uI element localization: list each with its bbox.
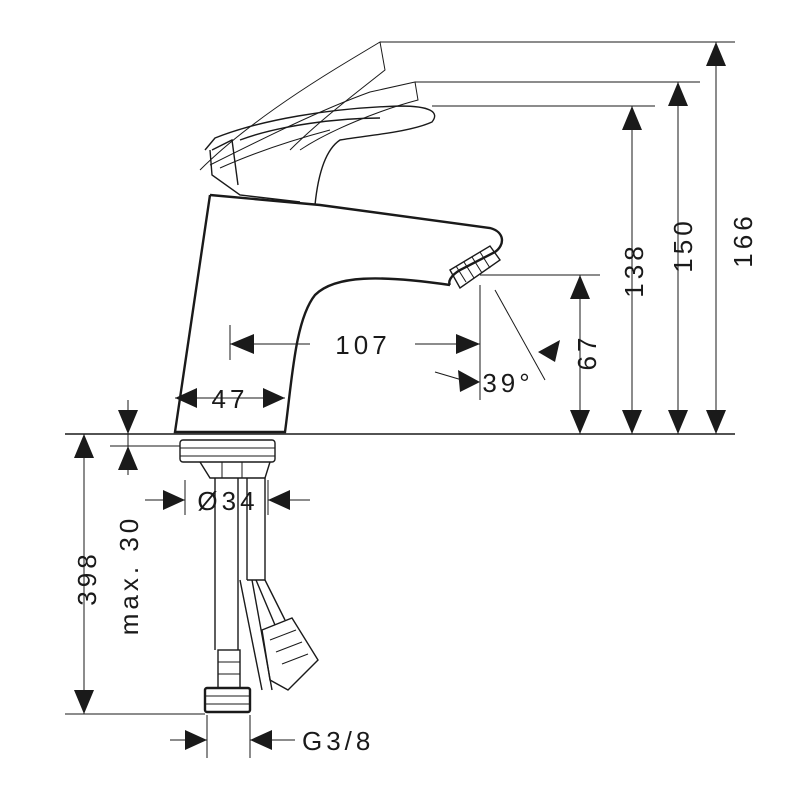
dim-g38: G3/8 [302, 726, 374, 756]
lever-handle [204, 105, 436, 206]
handle-ghost-outlines [199, 41, 419, 171]
faucet-body [173, 193, 504, 434]
dim-67: 67 [572, 334, 602, 371]
dim-166: 166 [728, 212, 758, 267]
max-thickness-dimension [110, 400, 180, 475]
dim-150: 150 [668, 217, 698, 272]
angle-dimension [434, 289, 560, 392]
height-dimension-lines [380, 41, 735, 434]
dim-138: 138 [619, 242, 649, 297]
diameter-dimension [145, 480, 310, 515]
width-dimension [175, 388, 285, 408]
dim-47: 47 [212, 384, 249, 414]
dim-398: 398 [72, 550, 102, 605]
dim-diameter: Ø34 [197, 486, 258, 516]
dim-max-30: max. 30 [114, 515, 144, 636]
dim-angle: 39° [482, 368, 533, 398]
mounting-assembly [179, 439, 276, 650]
dim-107: 107 [335, 330, 390, 360]
hose-length-dimension [65, 434, 205, 715]
supply-hoses [203, 579, 319, 714]
connection-dimension [170, 715, 295, 758]
reach-dimension [229, 285, 481, 400]
